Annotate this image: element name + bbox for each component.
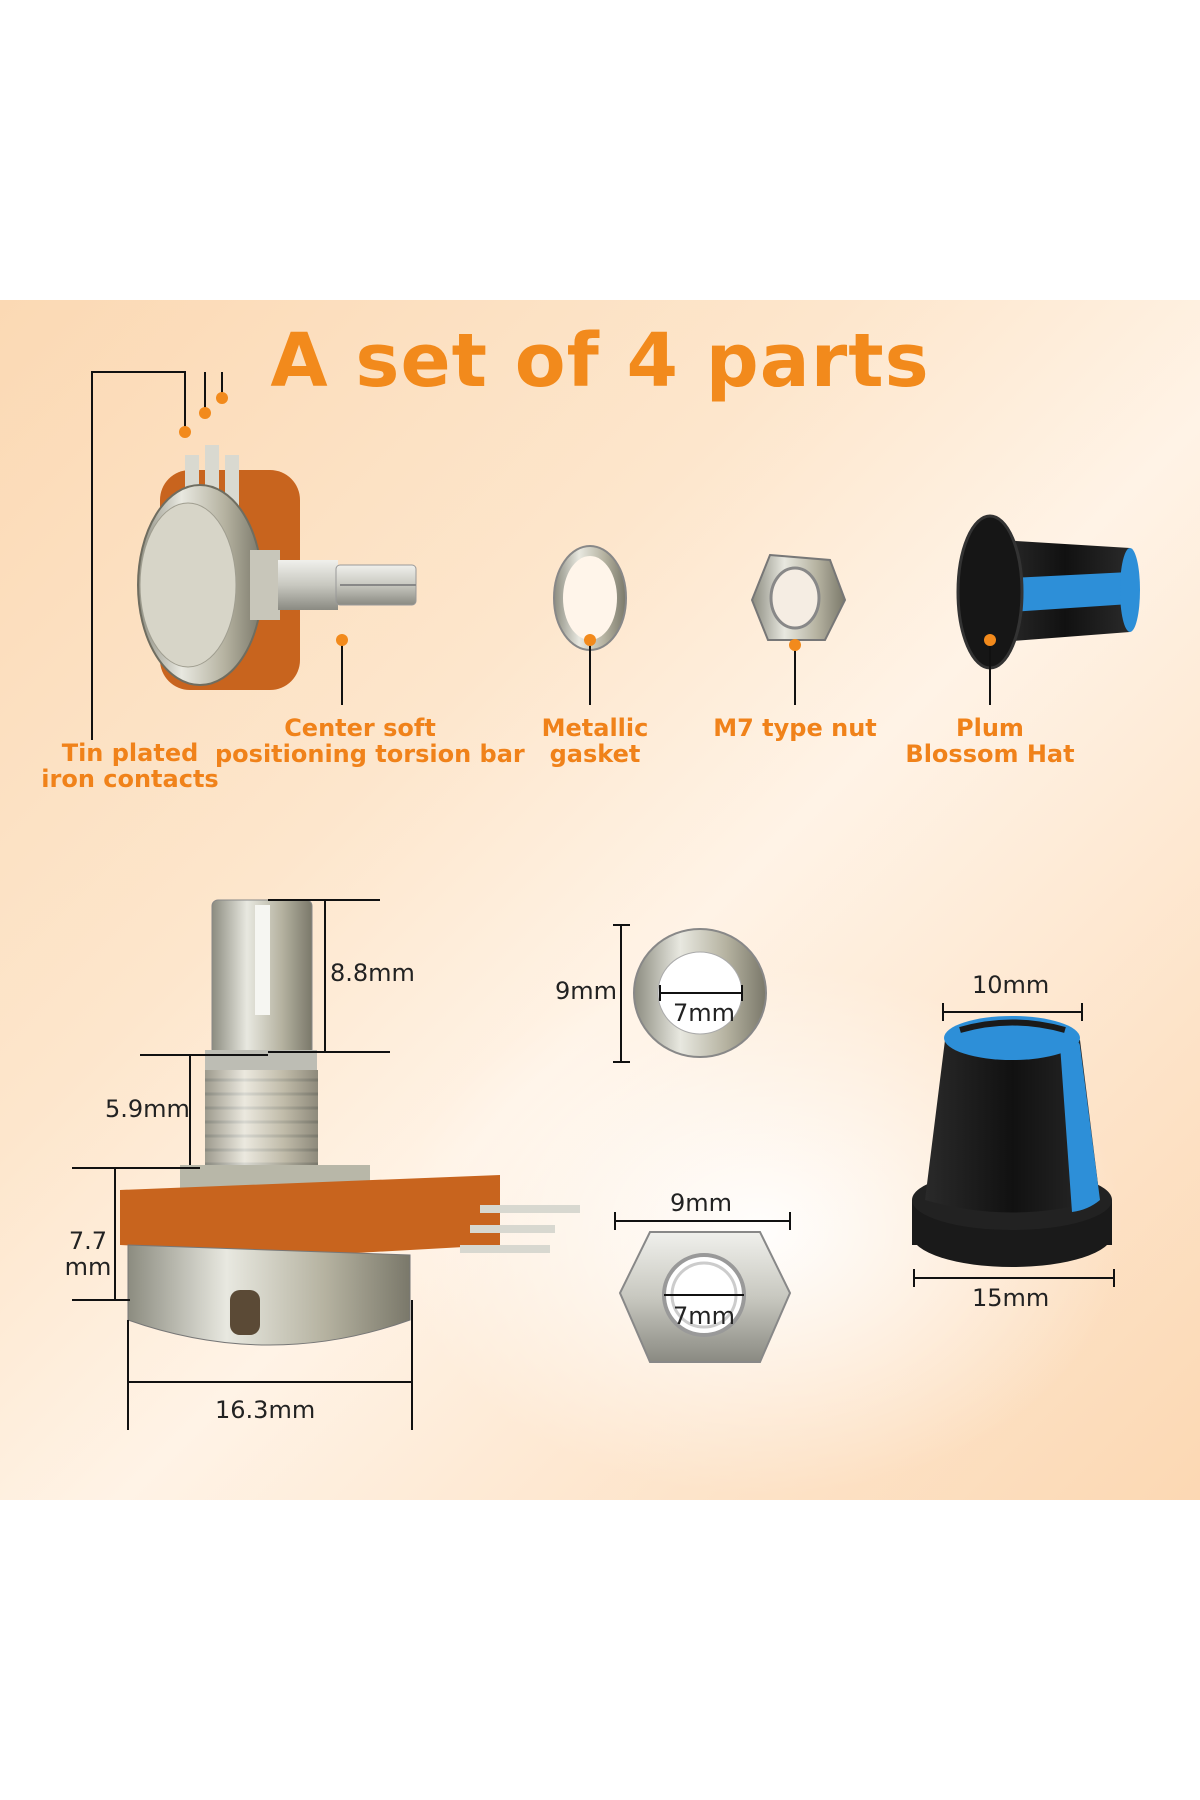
callout-metallic-gasket: Metallic gasket (520, 715, 670, 767)
potentiometer-image-top (137, 445, 417, 690)
contact-marker (216, 392, 228, 404)
callout-line: Tin plated (61, 739, 199, 767)
dim-gasket-outer: 9mm (555, 977, 618, 1005)
callout-line: Metallic (541, 714, 649, 742)
dim-body-height-unit: mm (64, 1253, 112, 1281)
callout-plum-blossom-hat: Plum Blossom Hat (900, 715, 1080, 767)
callout-line: gasket (549, 740, 641, 768)
knob-marker (984, 634, 996, 646)
callout-torsion-bar: Center soft positioning torsion bar (215, 714, 525, 768)
callout-line: Center soft (284, 714, 436, 742)
nut-image-top (750, 553, 847, 641)
dim-body-height-value: 7.7 (68, 1227, 108, 1255)
knob-dimension-lines (913, 1003, 1115, 1287)
contact-marker (199, 407, 211, 419)
dim-gasket-inner: 7mm (673, 999, 736, 1027)
dim-nut-outer: 9mm (670, 1189, 733, 1217)
dim-knob-top: 10mm (972, 971, 1050, 999)
gasket-image-top (553, 545, 627, 651)
callout-line: positioning torsion bar (215, 740, 525, 768)
knob-image-top (956, 514, 1140, 670)
callout-line: M7 type nut (713, 714, 877, 742)
gasket-dimension-lines (613, 924, 743, 1063)
dim-body-width: 16.3mm (215, 1396, 316, 1424)
shaft-marker (336, 634, 348, 646)
potentiometer-dimension-lines (72, 899, 413, 1430)
dim-nut-inner: 7mm (673, 1302, 736, 1330)
nut-dimension-lines (614, 1212, 791, 1296)
page-title: A set of 4 parts (270, 318, 930, 404)
dim-knob-bottom: 15mm (972, 1284, 1050, 1312)
callout-line: Blossom Hat (905, 740, 1075, 768)
gasket-marker (584, 634, 596, 646)
dim-body-height: 7.7 mm (58, 1228, 118, 1280)
contact-marker (179, 426, 191, 438)
nut-image-bottom (618, 1231, 792, 1363)
callout-line: Plum (956, 714, 1024, 742)
callout-tin-plated-contacts: Tin plated iron contacts (40, 740, 220, 792)
nut-marker (789, 639, 801, 651)
callout-m7-nut: M7 type nut (700, 715, 890, 741)
callout-line: iron contacts (41, 765, 219, 793)
potentiometer-image-side (120, 899, 580, 1346)
knob-image-bottom (912, 1016, 1112, 1267)
dim-thread: 5.9mm (105, 1095, 190, 1123)
dim-shaft-top: 8.8mm (330, 959, 415, 987)
